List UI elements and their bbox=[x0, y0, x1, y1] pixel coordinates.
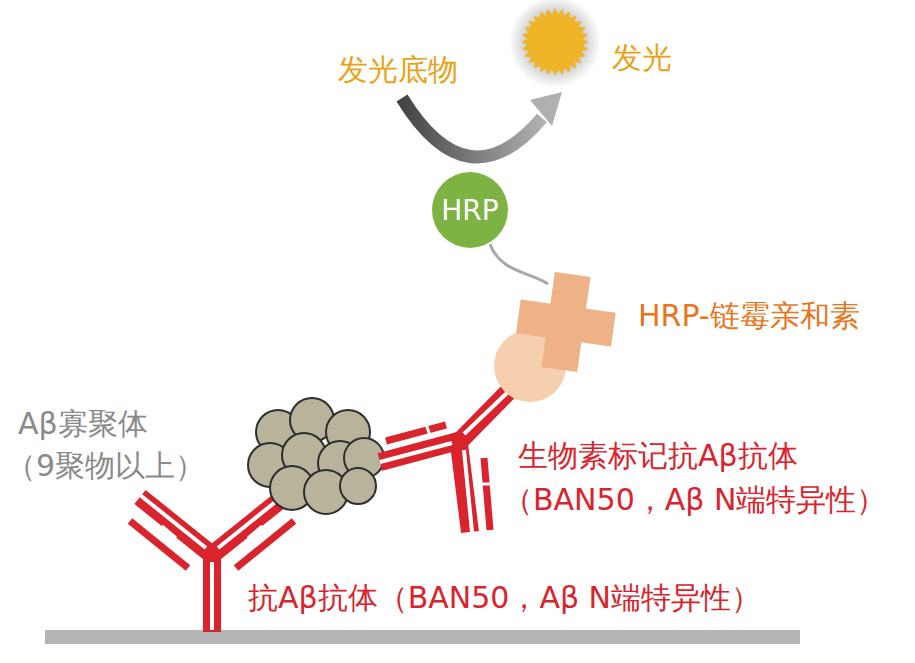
node-text: HRP bbox=[441, 194, 498, 227]
detection-antibody bbox=[380, 392, 508, 532]
capture-label: 抗Aβ抗体（BAN50，Aβ N端特异性） bbox=[248, 580, 761, 616]
arrow-head bbox=[530, 92, 562, 126]
linker bbox=[490, 244, 548, 284]
plate bbox=[45, 630, 800, 644]
light-label: 发光 bbox=[612, 40, 672, 76]
detection-label: 生物素标记抗Aβ抗体 bbox=[518, 438, 798, 474]
oligomer bbox=[248, 398, 384, 514]
oligomer-label: Aβ寡聚体 bbox=[18, 406, 148, 442]
glow bbox=[509, 0, 601, 88]
streptavidin-label: HRP-链霉亲和素 bbox=[638, 298, 860, 334]
substrate-label: 发光底物 bbox=[338, 52, 458, 88]
oligomer-note: （9聚物以上） bbox=[6, 448, 205, 484]
detection-note: （BAN50，Aβ N端特异性） bbox=[503, 482, 886, 518]
light-burst bbox=[521, 8, 589, 76]
reaction-arrow bbox=[402, 98, 542, 157]
enzyme-circle: HRP bbox=[432, 172, 508, 248]
streptavidin bbox=[512, 268, 620, 376]
